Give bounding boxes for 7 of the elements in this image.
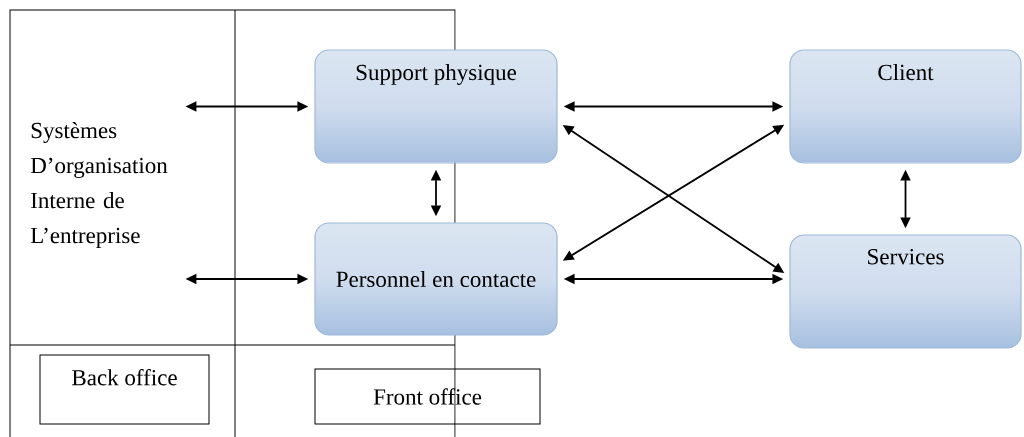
- label-box: Back office: [39, 354, 210, 425]
- rounded-box: Services: [789, 234, 1022, 349]
- rounded-box: Personnel en contacte: [314, 222, 558, 336]
- rounded-box: Client: [789, 49, 1022, 164]
- label-text: Systèmes D’organisation Interne de L’entreprise: [30, 122, 168, 248]
- rounded-box: Support physique: [314, 49, 558, 164]
- label-box: Front office: [314, 368, 541, 425]
